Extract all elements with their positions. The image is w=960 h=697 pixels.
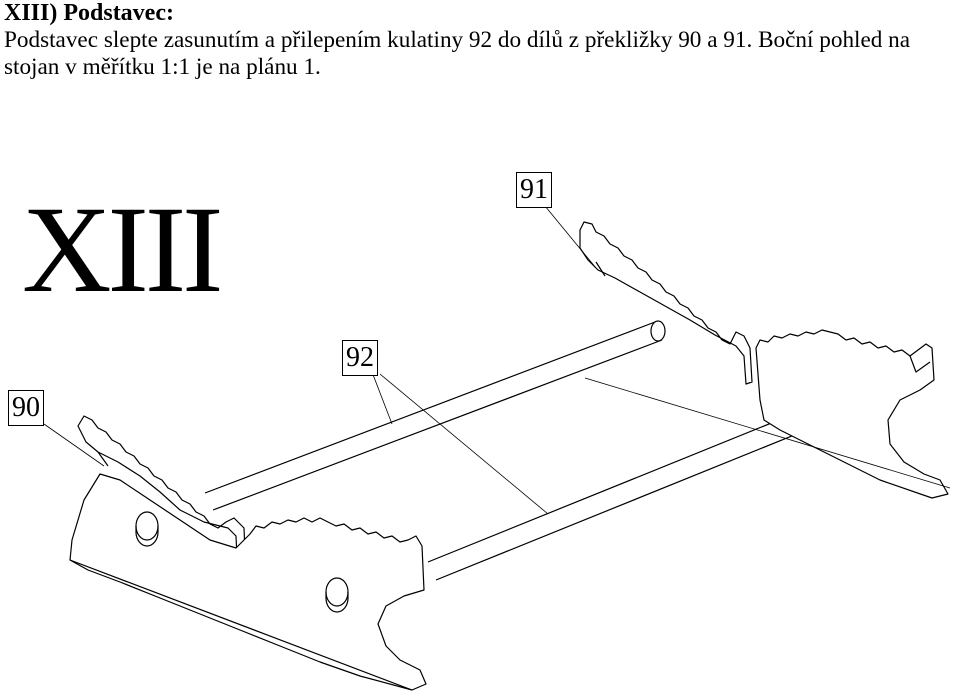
peg-left <box>135 511 159 547</box>
section-heading: XIII) Podstavec: <box>4 0 174 26</box>
front-board-90 <box>69 415 427 691</box>
leader-92b <box>379 373 549 515</box>
callout-part-91: 91 <box>516 172 552 208</box>
callout-part-90: 90 <box>8 390 44 426</box>
rod-back <box>204 320 666 511</box>
leader-91 <box>544 205 597 269</box>
instruction-text: Podstavec slepte zasunutím a přilepením … <box>4 27 911 80</box>
callout-part-92: 92 <box>342 340 378 376</box>
back-board-91 <box>579 221 951 499</box>
leader-92a <box>371 371 393 425</box>
leader-90 <box>43 423 105 467</box>
peg-right <box>325 577 349 613</box>
step-number-label: XIII <box>22 181 223 318</box>
